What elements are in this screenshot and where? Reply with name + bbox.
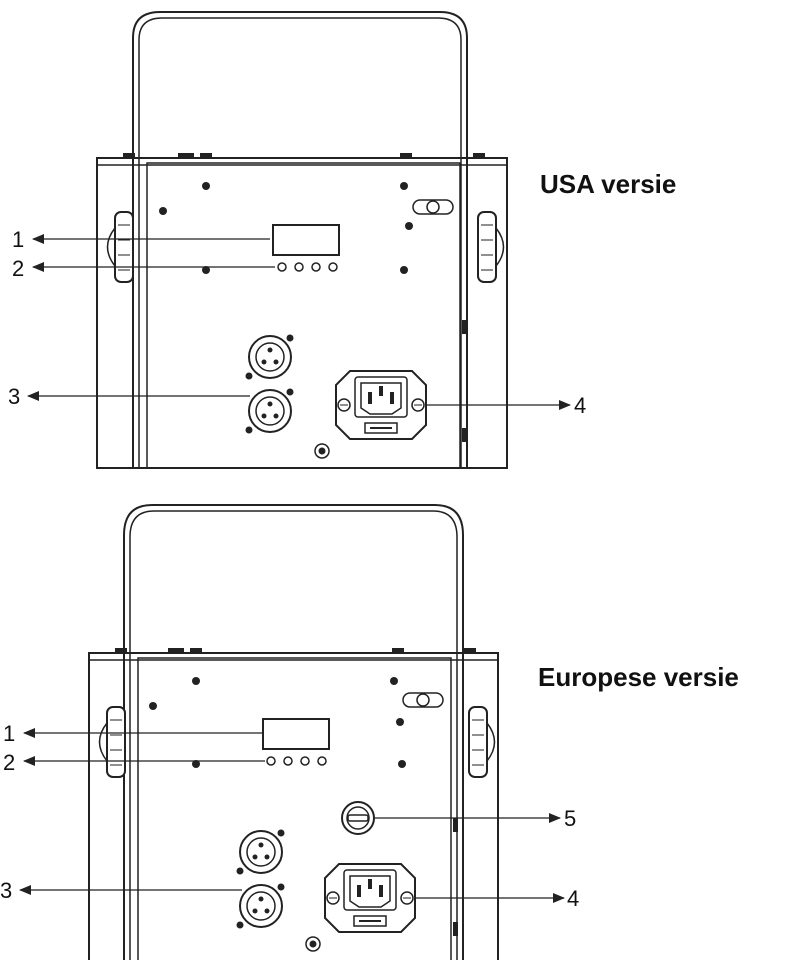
usa-oval-port bbox=[412, 199, 454, 215]
europe-version-title: Europese versie bbox=[538, 662, 739, 692]
usa-xlr-in bbox=[245, 334, 294, 380]
europe-callout-1-label: 1 bbox=[3, 721, 15, 746]
usa-version-unit: 1 2 3 4 USA versie bbox=[8, 11, 676, 469]
europe-rear-panel bbox=[137, 657, 452, 960]
europe-left-knob bbox=[106, 706, 126, 778]
europe-xlr-out bbox=[236, 883, 285, 929]
usa-left-knob bbox=[114, 211, 134, 283]
usa-xlr-out bbox=[245, 388, 294, 434]
europe-callout-4-label: 4 bbox=[567, 886, 579, 911]
europe-handle-inner bbox=[129, 510, 458, 960]
usa-callout-3-label: 3 bbox=[8, 384, 20, 409]
europe-right-knob bbox=[468, 706, 488, 778]
usa-callout-1-label: 1 bbox=[12, 227, 24, 252]
usa-display bbox=[272, 224, 340, 256]
usa-power-inlet bbox=[335, 370, 427, 440]
usa-callout-4-label: 4 bbox=[574, 393, 586, 418]
europe-control-buttons bbox=[266, 756, 327, 766]
europe-callout-3-label: 3 bbox=[0, 878, 12, 903]
usa-right-knob bbox=[477, 211, 497, 283]
europe-power-inlet bbox=[324, 863, 416, 933]
europe-oval-port bbox=[402, 692, 444, 708]
europe-version-unit: 1 2 3 4 5 Europese versie bbox=[0, 504, 739, 960]
usa-rear-panel bbox=[146, 162, 461, 469]
europe-callout-5-label: 5 bbox=[564, 806, 576, 831]
usa-version-title: USA versie bbox=[540, 169, 676, 199]
europe-handle bbox=[123, 504, 464, 960]
europe-callout-2-label: 2 bbox=[3, 750, 15, 775]
usa-control-buttons bbox=[277, 262, 338, 272]
europe-xlr-in bbox=[236, 829, 285, 875]
usa-handle-inner bbox=[138, 17, 462, 468]
europe-housing bbox=[88, 652, 499, 960]
europe-fuse-holder bbox=[341, 801, 375, 835]
usa-callout-2-label: 2 bbox=[12, 256, 24, 281]
europe-display bbox=[262, 718, 330, 750]
usa-handle bbox=[132, 11, 468, 468]
